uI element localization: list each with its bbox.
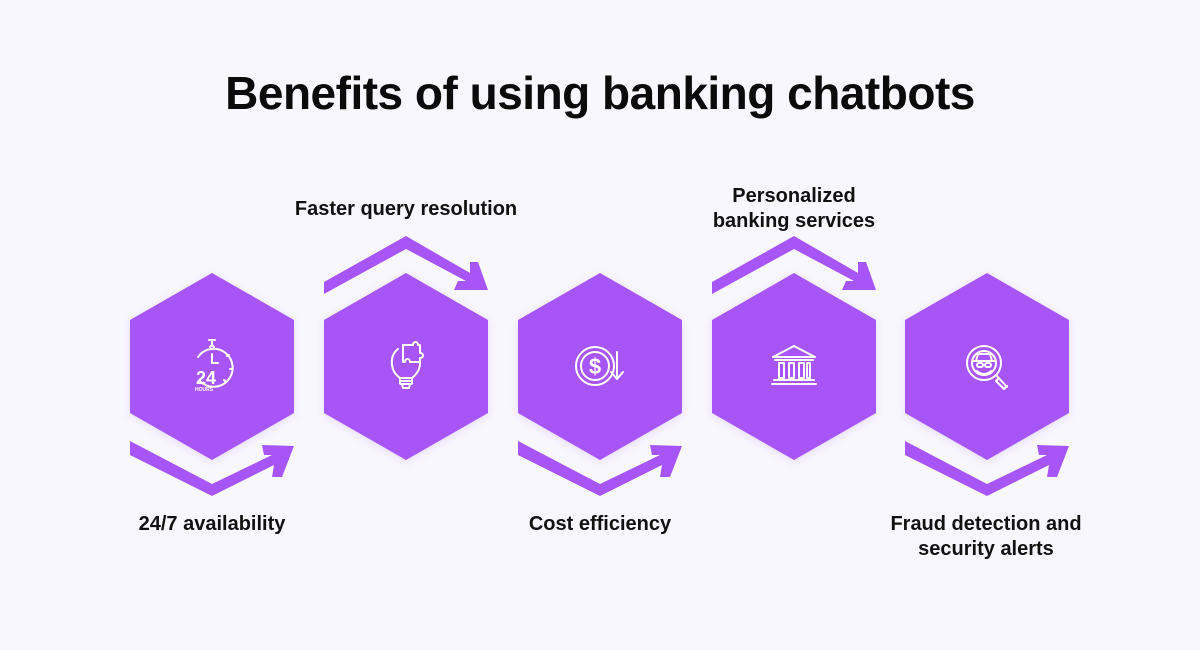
hexagon-1 bbox=[130, 273, 294, 460]
arrow-above-2 bbox=[324, 236, 488, 294]
benefit-label-line: Personalized bbox=[732, 185, 856, 207]
clock-24-hours-icon bbox=[197, 339, 234, 388]
bank-building-icon bbox=[771, 345, 817, 385]
arrow-above-4 bbox=[712, 236, 876, 294]
page-title: Benefits of using banking chatbots bbox=[225, 67, 975, 119]
benefit-label-line: 24/7 availability bbox=[138, 513, 286, 535]
hexagon-2 bbox=[324, 273, 488, 460]
hexagon-3 bbox=[518, 273, 682, 460]
lightbulb-puzzle-icon bbox=[390, 341, 424, 389]
clock-hours-text: HOURS bbox=[195, 387, 214, 393]
benefit-label-line: Fraud detection and bbox=[890, 513, 1082, 535]
benefit-label-line: security alerts bbox=[918, 538, 1054, 560]
benefit-label-line: banking services bbox=[712, 210, 876, 232]
arrow-below-5 bbox=[905, 441, 1069, 496]
benefit-label-fraud-detection: Fraud detection and security alerts bbox=[836, 512, 1136, 562]
benefit-label-cost-efficiency: Cost efficiency bbox=[500, 512, 700, 537]
benefit-label-line: Cost efficiency bbox=[528, 513, 672, 535]
benefit-label-faster-query-resolution: Faster query resolution bbox=[256, 197, 556, 222]
dollar-sign-text: $ bbox=[589, 354, 601, 379]
arrow-below-1 bbox=[130, 441, 294, 496]
magnifier-spy-icon bbox=[966, 345, 1008, 390]
benefit-label-24-7-availability: 24/7 availability bbox=[112, 512, 312, 537]
benefit-label-line: Faster query resolution bbox=[294, 198, 518, 220]
dollar-cost-down-icon bbox=[575, 346, 624, 386]
benefit-label-personalized-banking: Personalized banking services bbox=[644, 184, 944, 234]
arrow-below-3 bbox=[518, 441, 682, 496]
clock-24-text: 24 bbox=[196, 368, 216, 388]
